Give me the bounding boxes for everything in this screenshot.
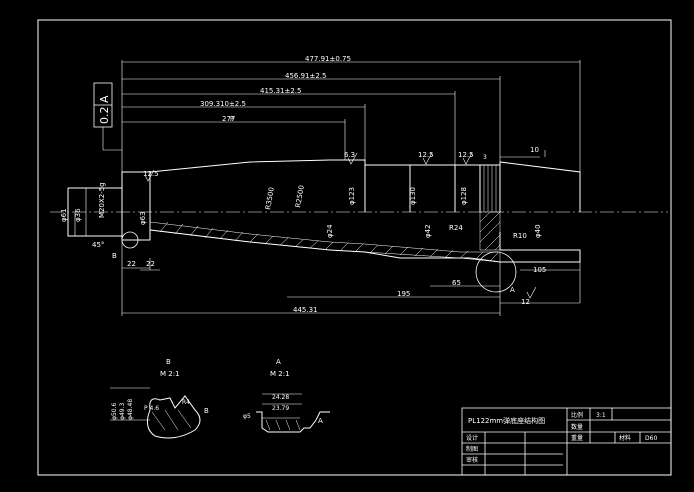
- detail-a-tag: A: [318, 417, 323, 425]
- dim-10: 10: [530, 146, 539, 154]
- dim-r3500: R3500: [264, 187, 276, 211]
- rough-6-3: 6.3: [344, 151, 355, 159]
- dim-bottom-len: 445.31: [293, 306, 318, 314]
- title-block-scale-label: 比例: [571, 411, 583, 419]
- roughness-symbols: [144, 152, 537, 299]
- dim-r24: R24: [449, 224, 463, 232]
- tolerance-frame: [93, 82, 122, 151]
- dim-d2: 456.91±2.5: [285, 72, 327, 80]
- dim-d5: 277: [222, 115, 235, 123]
- dim-phi24: φ24: [326, 224, 334, 238]
- dim-phi63: φ63: [139, 211, 147, 225]
- dim-phi42: φ42: [424, 224, 432, 238]
- dim-phi40: φ40: [534, 224, 542, 238]
- label-b-main: B: [112, 252, 117, 260]
- dim-65: 65: [452, 279, 461, 287]
- title-block-checker: 审核: [466, 456, 478, 464]
- title-block-scale-value: 3:1: [596, 412, 606, 419]
- tol-box-text: 0.2 A: [98, 95, 111, 124]
- detail-b-title: B: [166, 358, 171, 366]
- section-hatching: [149, 165, 501, 263]
- dim-105: 105: [533, 266, 546, 274]
- detail-b-r: R4: [182, 399, 190, 406]
- dim-r2500: R2500: [294, 185, 306, 209]
- tag-mark: 3: [483, 154, 487, 161]
- dim-22: 22: [127, 260, 136, 268]
- label-p-flag: P: [230, 116, 234, 123]
- dim-phi130: φ130: [409, 187, 417, 205]
- dim-22b: 22: [146, 260, 155, 268]
- title-block-drafter: 制图: [466, 445, 478, 453]
- detail-b-scale: M 2:1: [160, 370, 180, 378]
- dim-phi123: φ123: [348, 187, 356, 205]
- rough-12-5: 12.5: [143, 170, 159, 178]
- dim-phi61: φ61: [60, 208, 68, 222]
- detail-b-dim-1: φ50.6: [111, 403, 118, 421]
- title-block-weight-label: 重量: [571, 434, 583, 442]
- detail-b-view: B M 2:1 φ50.6 φ49.3 φ48.48 P 4.6 R4 B: [110, 358, 209, 439]
- dim-d4: 309.310±2.5: [200, 100, 246, 108]
- dim-m-thread: M20X2-5g: [98, 182, 106, 218]
- title-block-qty-label: 数量: [571, 423, 583, 431]
- detail-a-dim-3: φ5: [243, 413, 251, 420]
- title-block-material-label: 材料: [619, 434, 631, 442]
- dim-overall: 477.91±0.75: [305, 55, 351, 63]
- dim-r10: R10: [513, 232, 527, 240]
- dim-45: 45°: [92, 241, 104, 249]
- detail-a-dim-2: 23.79: [272, 405, 289, 412]
- dim-d3: 415.31±2.5: [260, 87, 302, 95]
- detail-b-tag: B: [204, 407, 209, 415]
- rough-12-5-c: 12.5: [458, 151, 474, 159]
- title-block: [461, 407, 672, 476]
- dim-195: 195: [397, 290, 410, 298]
- title-block-material-value: D60: [645, 435, 657, 442]
- rough-12-5-b: 12.5: [418, 151, 434, 159]
- title-block-designer: 设计: [466, 434, 478, 442]
- detail-a-dim-1: 24.28: [272, 394, 289, 401]
- drawing-border: [37, 19, 672, 476]
- detail-b-dim-3: φ48.48: [127, 399, 134, 420]
- detail-b-label: P 4.6: [144, 405, 159, 412]
- detail-a-view: A M 2:1 24.28 23.79 φ5 A: [243, 358, 330, 433]
- title-block-title: PL122mm弹底座结构图: [468, 416, 545, 425]
- detail-a-title: A: [276, 358, 281, 366]
- label-a-main: A: [510, 286, 515, 294]
- detail-circle-a: [475, 251, 517, 293]
- dim-phi128: φ128: [460, 187, 468, 205]
- detail-a-scale: M 2:1: [270, 370, 290, 378]
- dim-12: 12: [521, 298, 530, 306]
- dim-phi36: φ36: [74, 208, 82, 222]
- detail-b-dim-2: φ49.3: [119, 403, 126, 421]
- dimension-lines: [74, 60, 581, 316]
